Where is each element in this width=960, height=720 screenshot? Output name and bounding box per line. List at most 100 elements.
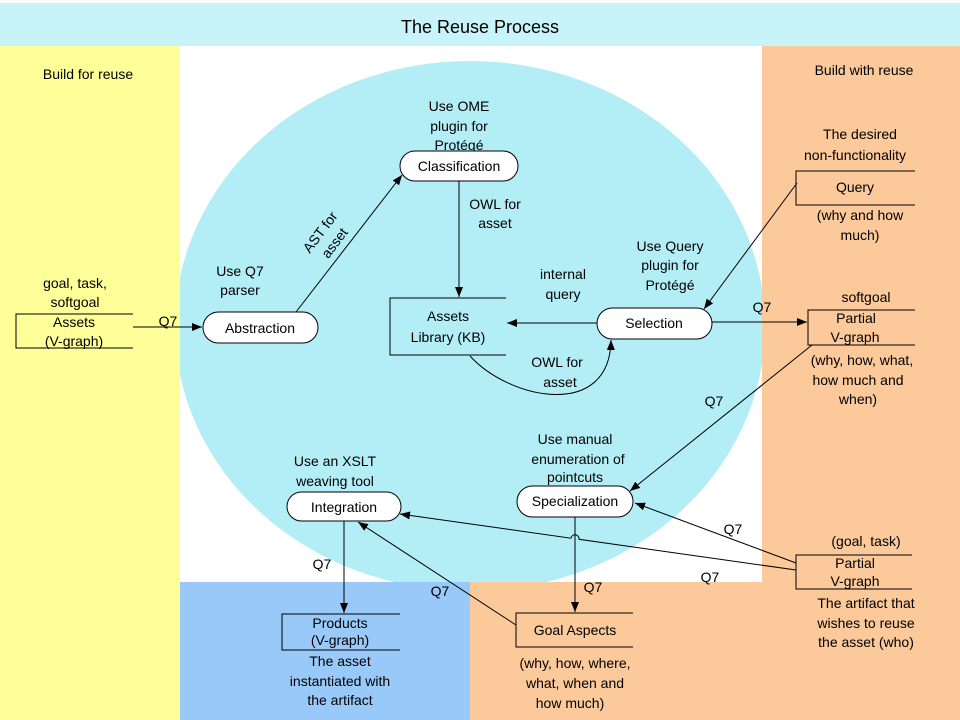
- integration-note-line-2: weaving tool: [295, 473, 374, 489]
- integration-box: [286, 491, 402, 522]
- integration-process: Use an XSLT weaving tool Integration: [286, 453, 402, 522]
- partial-artifact-description-line-3: the asset (who): [818, 634, 914, 650]
- partial-artifact-label-line-1: Partial: [835, 555, 875, 571]
- specialization-note-line-1: Use manual: [538, 431, 613, 447]
- selection-note-line-2: plugin for: [641, 257, 699, 273]
- edge-label-artifact-to-specialization: Q7: [724, 521, 743, 537]
- integration-label: Integration: [311, 499, 377, 515]
- abstraction-label: Abstraction: [225, 320, 295, 336]
- edge-label-assets-to-abstraction: Q7: [159, 313, 178, 329]
- abstraction-box: [202, 311, 319, 344]
- edge-label-partial-v-graph-to-specialization: Q7: [705, 393, 724, 409]
- assets-store: goal, task, softgoal Assets (V-graph): [15, 275, 133, 349]
- partial-softgoal-description-line-1: (why, how, what,: [811, 352, 913, 368]
- goal-aspects-store: Goal Aspects (why, how, where, what, whe…: [515, 612, 633, 711]
- goal-aspects-panel: [470, 582, 762, 720]
- goal-aspects-label: Goal Aspects: [534, 622, 617, 638]
- partial-softgoal-description-line-3: when): [838, 391, 877, 407]
- classification-label: Classification: [418, 158, 500, 174]
- build-for-reuse-panel: [0, 46, 180, 720]
- abstraction-process: Use Q7 parser Abstraction: [202, 263, 319, 344]
- products-description-line-3: the artifact: [307, 692, 372, 708]
- products-description-line-2: instantiated with: [290, 673, 390, 689]
- query-annotation-line-2: non-functionality: [804, 147, 906, 163]
- assets-library-store: Assets Library (KB): [389, 297, 506, 356]
- arrow-abstraction-to-classification: [295, 174, 403, 313]
- selection-note-line-1: Use Query: [637, 238, 704, 254]
- partial-artifact-outline: [795, 554, 912, 590]
- assets-store-label-line-2: (V-graph): [45, 333, 103, 349]
- reuse-process-area: [175, 61, 765, 591]
- specialization-note-line-3: pointcuts: [547, 469, 603, 485]
- partial-softgoal-label-line-2: V-graph: [830, 329, 879, 345]
- query-store: The desired non-functionality Query (why…: [795, 126, 915, 243]
- abstraction-note-line-1: Use Q7: [216, 263, 264, 279]
- specialization-label: Specialization: [532, 493, 618, 509]
- edge-label-library-to-selection-line-1: OWL for: [531, 354, 583, 370]
- arrow-library-to-selection: [469, 339, 615, 395]
- arrow-goal-aspects-to-integration: [357, 521, 517, 626]
- partial-softgoal-annotation: softgoal: [841, 289, 890, 305]
- goal-aspects-outline: [515, 612, 633, 648]
- classification-box: [399, 150, 519, 182]
- edge-label-specialization-to-goal-aspects: Q7: [584, 579, 603, 595]
- arrow-query-to-selection: [703, 182, 798, 310]
- connectors: [133, 174, 813, 626]
- diagram-title: The Reuse Process: [401, 17, 559, 37]
- edge-label-library-to-selection-line-2: asset: [543, 374, 577, 390]
- products-outline: [281, 613, 400, 651]
- goal-aspects-description-line-1: (why, how, where,: [519, 655, 630, 671]
- products-panel: [180, 582, 470, 720]
- assets-library-label-line-1: Assets: [427, 308, 469, 324]
- abstraction-note-line-2: parser: [220, 282, 260, 298]
- assets-annotation-line-1: goal, task,: [43, 275, 107, 291]
- partial-artifact-label-line-2: V-graph: [830, 573, 879, 589]
- assets-annotation-line-2: softgoal: [50, 294, 99, 310]
- arrow-partial-v-graph-to-specialization: [629, 344, 813, 492]
- partial-softgoal-outline: [807, 309, 915, 346]
- selection-box: [596, 307, 713, 340]
- build-with-reuse-heading: Build with reuse: [815, 62, 914, 78]
- partial-artifact-store: (goal, task) Partial V-graph The artifac…: [795, 533, 915, 650]
- classification-note-line-1: Use OME: [429, 98, 490, 114]
- query-description-line-2: much): [841, 227, 880, 243]
- classification-note-line-2: plugin for: [430, 118, 488, 134]
- edge-label-classification-to-library-line-2: asset: [478, 215, 512, 231]
- arrow-artifact-to-integration: [399, 511, 797, 571]
- partial-softgoal-store: softgoal Partial V-graph (why, how, what…: [807, 289, 915, 407]
- query-store-outline: [795, 170, 915, 206]
- products-label-line-1: Products: [312, 615, 367, 631]
- edge-label-selection-to-library-line-2: query: [545, 286, 580, 302]
- goal-aspects-description-line-2: what, when and: [525, 675, 624, 691]
- build-for-reuse-heading: Build for reuse: [43, 66, 133, 82]
- products-store: Products (V-graph) The asset instantiate…: [281, 613, 400, 708]
- edge-label-selection-to-partial-v-graph: Q7: [753, 299, 772, 315]
- selection-note-line-3: Protégé: [645, 277, 694, 293]
- assets-library-label-line-2: Library (KB): [411, 329, 486, 345]
- partial-softgoal-label-line-1: Partial: [836, 310, 876, 326]
- query-annotation-line-1: The desired: [823, 126, 897, 142]
- query-store-label: Query: [836, 179, 874, 195]
- assets-library-outline: [389, 297, 506, 356]
- partial-artifact-annotation: (goal, task): [831, 533, 900, 549]
- assets-store-outline: [15, 313, 133, 349]
- products-description-line-1: The asset: [309, 653, 371, 669]
- assets-store-label-line-1: Assets: [53, 314, 95, 330]
- edge-label-selection-to-library-line-1: internal: [540, 266, 586, 282]
- edge-label-classification-to-library-line-1: OWL for: [469, 196, 521, 212]
- build-with-reuse-panel: [762, 46, 960, 720]
- arrow-artifact-to-specialization: [634, 502, 797, 564]
- products-label-line-2: (V-graph): [311, 632, 369, 648]
- partial-artifact-description-line-2: wishes to reuse: [816, 615, 914, 631]
- partial-artifact-description-line-1: The artifact that: [817, 595, 914, 611]
- query-description-line-1: (why and how: [817, 207, 904, 223]
- edge-label-goal-aspects-to-integration: Q7: [431, 583, 450, 599]
- selection-process: Use Query plugin for Protégé Selection: [596, 238, 713, 340]
- goal-aspects-description-line-3: how much): [536, 695, 604, 711]
- selection-label: Selection: [625, 315, 683, 331]
- integration-note-line-1: Use an XSLT: [294, 453, 377, 469]
- edge-label-integration-to-products: Q7: [313, 556, 332, 572]
- specialization-process: Use manual enumeration of pointcuts Spec…: [516, 431, 634, 518]
- classification-process: Use OME plugin for Protégé Classificatio…: [399, 98, 519, 182]
